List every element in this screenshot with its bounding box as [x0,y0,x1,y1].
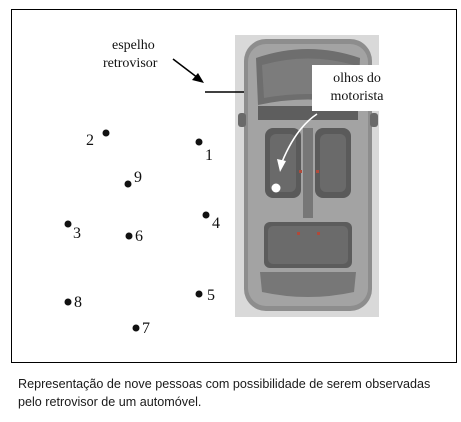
person-dot [132,324,140,332]
figure-caption: Representação de nove pessoas com possib… [18,377,431,409]
person-label: 9 [134,169,142,186]
person-label: 3 [73,225,81,242]
mirror-arrow-icon [172,58,204,83]
person-3: 3 [64,220,81,242]
person-dot [102,129,110,137]
person-dot [124,180,132,188]
person-8: 8 [64,294,82,311]
person-dot [125,232,133,240]
person-label: 5 [207,287,215,304]
eyes-arrow-icon [277,113,318,172]
person-label: 8 [74,294,82,311]
person-dot [202,211,210,219]
scene-diagram: espelho retrovisor olhos do motorista 1 … [64,35,402,337]
person-dot [195,290,203,298]
person-2: 2 [86,129,110,149]
person-label: 4 [212,215,220,232]
person-9: 9 [124,169,142,188]
person-dot [195,138,203,146]
person-dot [64,298,72,306]
eyes-label-line2: motorista [331,89,385,104]
driver-eyes-dot [271,183,281,193]
eyes-label-box [312,65,402,111]
eyes-label-line1: olhos do [333,71,381,86]
person-label: 6 [135,228,143,245]
person-1: 1 [195,138,213,164]
person-label: 2 [86,132,94,149]
mirror-label-line2: retrovisor [103,56,158,71]
person-4: 4 [202,211,220,232]
person-5: 5 [195,287,215,304]
person-7: 7 [132,320,150,337]
person-dot [64,220,72,228]
mirror-label-line1: espelho [112,38,155,53]
person-label: 1 [205,147,213,164]
person-label: 7 [142,320,150,337]
figure-frame: espelho retrovisor olhos do motorista 1 … [11,9,457,363]
person-6: 6 [125,228,143,245]
